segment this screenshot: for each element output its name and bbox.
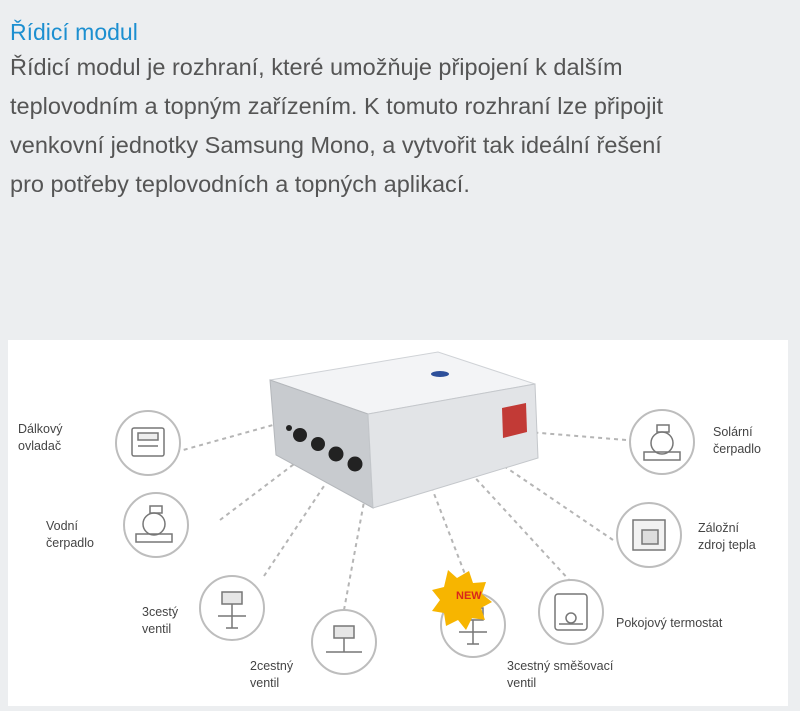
label-backup-heater: Záložní zdroj tepla <box>698 520 756 554</box>
label-line: čerpadlo <box>713 442 761 456</box>
intro-paragraph: Řídicí modul je rozhraní, které umožňuje… <box>10 48 790 204</box>
remote-controller-icon <box>115 410 181 476</box>
label-line: ventil <box>142 622 172 636</box>
label-valve-2way: 2cestný ventil <box>250 658 293 692</box>
connector-solar-pump <box>527 431 627 441</box>
label-line: čerpadlo <box>46 536 94 550</box>
diagram-panel: NEW Dálkový ovladač Vodní čerpadlo 3cest… <box>8 340 788 706</box>
connector-thermostat <box>467 469 572 583</box>
connector-remote <box>175 424 274 453</box>
label-line: ventil <box>507 676 537 690</box>
label-remote: Dálkový ovladač <box>18 421 62 455</box>
connector-valve-2way <box>343 479 369 611</box>
connector-water-pump <box>219 454 307 521</box>
label-line: 3cestý <box>142 605 179 619</box>
intro-line: pro potřeby teplovodních a topných aplik… <box>10 171 470 197</box>
label-line: Pokojový termostat <box>616 616 723 630</box>
new-badge <box>432 570 492 630</box>
solar-pump-icon <box>629 409 695 475</box>
control-box-icon <box>269 351 539 509</box>
label-line: Záložní <box>698 521 739 535</box>
label-mixing-valve: 3cestný směšovací ventil <box>507 658 613 692</box>
label-line: Dálkový <box>18 422 63 436</box>
intro-line: venkovní jednotky Samsung Mono, a vytvoř… <box>10 132 662 158</box>
water-pump-icon <box>123 492 189 558</box>
intro-line: teplovodním a topným zařízením. K tomuto… <box>10 93 664 119</box>
label-line: Solární <box>713 425 753 439</box>
connector-valve-3way <box>263 464 339 577</box>
label-water-pump: Vodní čerpadlo <box>46 518 94 552</box>
label-line: zdroj tepla <box>698 538 756 552</box>
connector-backup-heater <box>497 461 614 541</box>
label-line: 3cestný směšovací <box>507 659 614 673</box>
label-line: ventil <box>250 676 280 690</box>
label-line: Vodní <box>46 519 78 533</box>
new-badge-text: NEW <box>456 590 482 602</box>
connector-lines <box>175 424 627 611</box>
label-line: ovladač <box>18 439 62 453</box>
label-line: 2cestný <box>250 659 294 673</box>
label-solar-pump: Solární čerpadlo <box>713 424 761 458</box>
connection-diagram <box>115 351 695 675</box>
page-title: Řídicí modul <box>10 19 138 46</box>
label-thermostat: Pokojový termostat <box>616 615 722 632</box>
room-thermostat-icon <box>538 579 604 645</box>
intro-line: Řídicí modul je rozhraní, které umožňuje… <box>10 54 623 80</box>
label-valve-3way: 3cestý ventil <box>142 604 178 638</box>
